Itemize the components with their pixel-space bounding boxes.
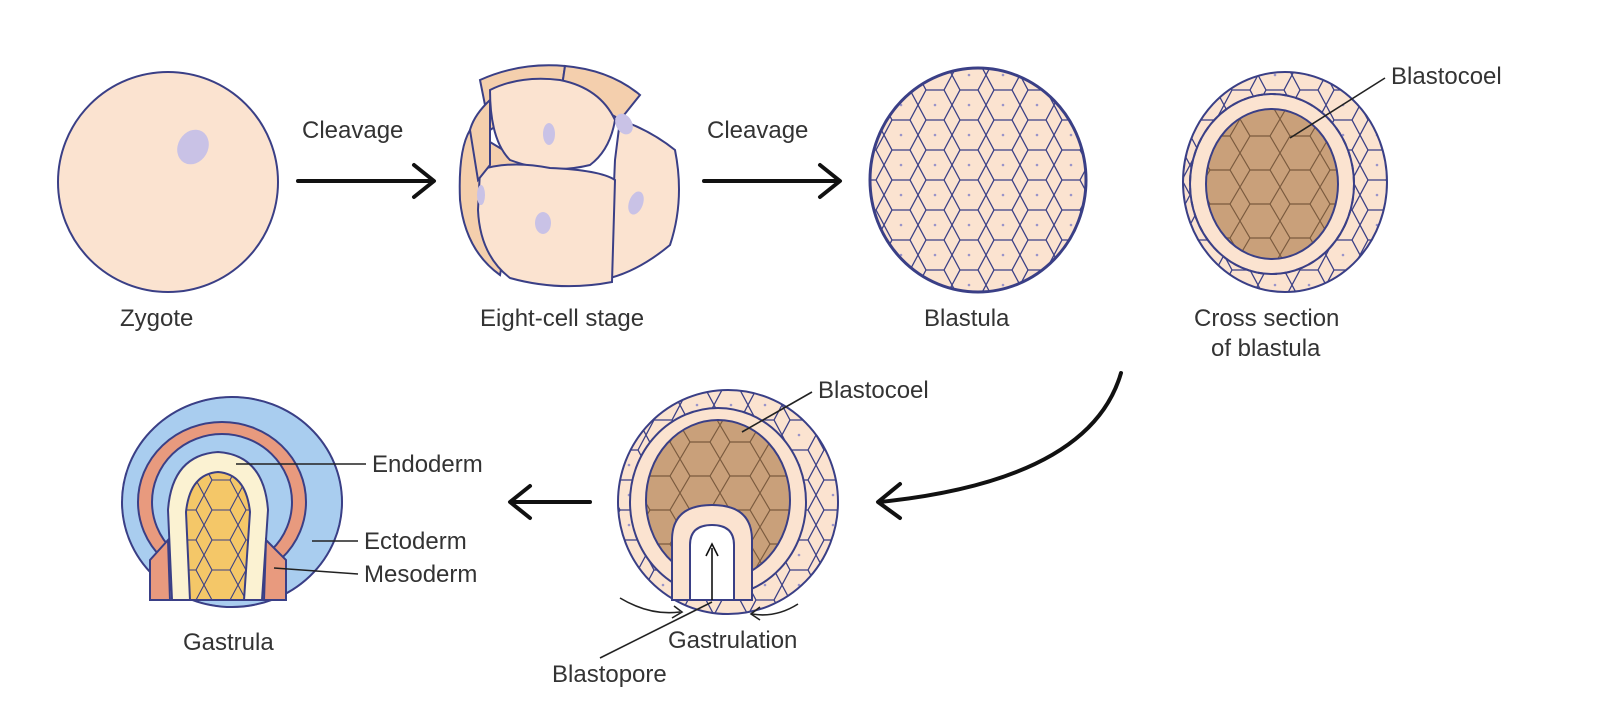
leader-mesoderm xyxy=(273,567,359,575)
cleavage-arrow-2 xyxy=(702,163,842,199)
label-cleavage-1: Cleavage xyxy=(302,117,403,144)
blastocoel-cavity-1 xyxy=(1205,108,1339,260)
zygote-nucleus xyxy=(177,129,209,165)
label-eight-cell: Eight-cell stage xyxy=(480,305,644,332)
label-cleavage-2: Cleavage xyxy=(707,117,808,144)
leader-blastocoel-1 xyxy=(1289,77,1386,139)
archenteron-core xyxy=(184,470,252,601)
label-mesoderm: Mesoderm xyxy=(364,561,477,588)
label-ectoderm: Ectoderm xyxy=(364,528,467,555)
gastrulation-motion-right xyxy=(751,603,799,616)
gastrulation-motion-left xyxy=(619,597,681,614)
leader-blastocoel-2 xyxy=(741,391,813,433)
zygote-cell xyxy=(57,71,279,293)
gastrula-illustration xyxy=(121,396,343,608)
label-blastocoel-2: Blastocoel xyxy=(818,377,929,404)
cross-section-illustration xyxy=(1182,71,1388,293)
gastrulation-illustration xyxy=(617,389,839,615)
label-endoderm: Endoderm xyxy=(372,451,483,478)
cleavage-arrow-1 xyxy=(296,163,436,199)
label-gastrulation: Gastrulation xyxy=(668,627,797,654)
label-blastula: Blastula xyxy=(924,305,1010,332)
blastula-illustration xyxy=(868,66,1088,294)
zygote-illustration xyxy=(57,71,279,293)
label-cross-section-line1: Cross section xyxy=(1194,305,1339,332)
eight-cell-illustration xyxy=(458,64,680,288)
label-blastopore: Blastopore xyxy=(552,661,667,688)
label-cross-section-line2: of blastula xyxy=(1211,335,1321,362)
label-gastrula: Gastrula xyxy=(183,629,274,656)
curved-arrow xyxy=(876,371,1123,520)
gastrula-arrow xyxy=(508,484,592,520)
leader-blastopore xyxy=(599,601,713,659)
label-blastocoel-1: Blastocoel xyxy=(1391,63,1502,90)
label-zygote: Zygote xyxy=(120,305,193,332)
